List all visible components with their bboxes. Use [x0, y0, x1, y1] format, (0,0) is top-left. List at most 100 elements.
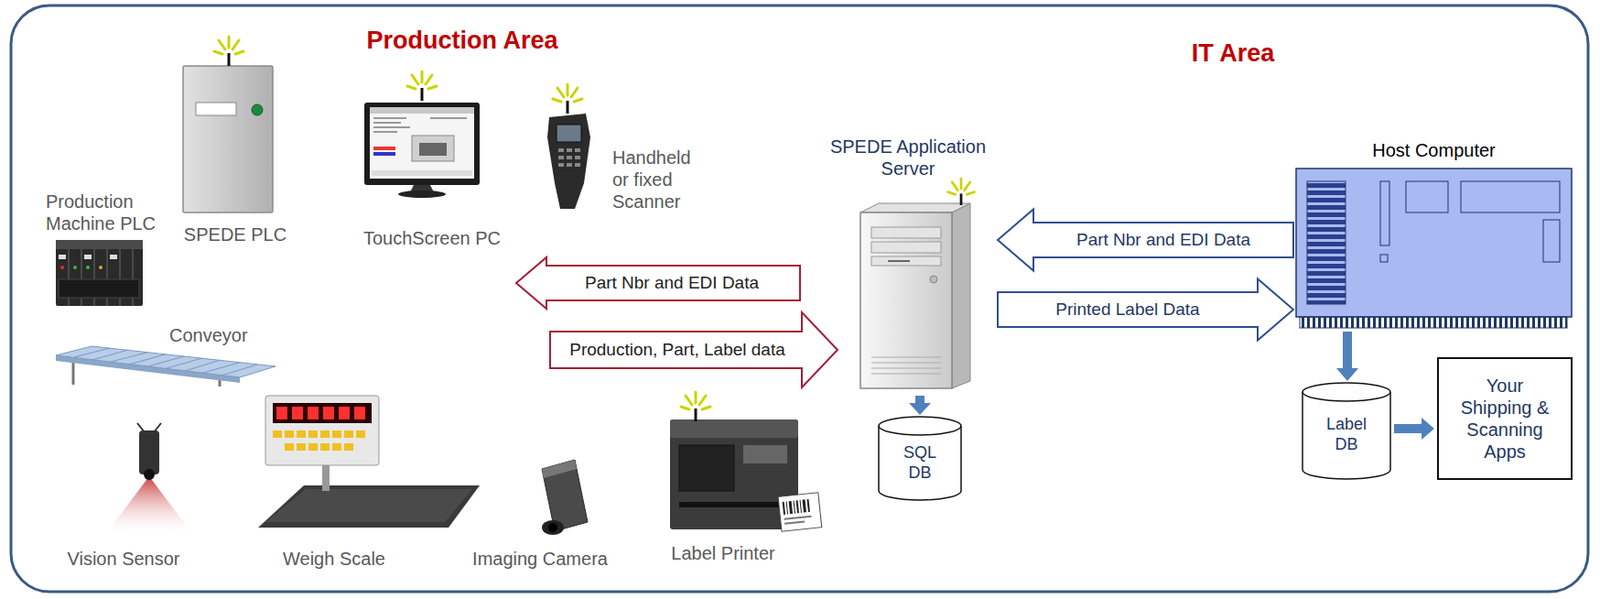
label-printer-picture-part-part [778, 492, 822, 531]
node-label: SPEDE Application Server [821, 135, 995, 180]
host-computer-picture-part [1543, 219, 1560, 262]
imaging-camera-picture-part [548, 522, 558, 532]
node-label: Label DB [1318, 414, 1374, 455]
weigh-scale-picture-part [354, 406, 366, 420]
server-node: SPEDE Application Server [821, 135, 995, 394]
conveyor-picture-part [166, 357, 203, 368]
touchscreen-picture-part [411, 135, 455, 162]
server-tower-picture [860, 178, 974, 389]
spede-plc-picture-part [214, 36, 244, 66]
database-cylinder: Label DB [1301, 382, 1392, 480]
conveyor-picture [55, 345, 276, 387]
cylinder-body [878, 416, 962, 500]
host-computer-picture-part [1460, 181, 1560, 213]
label-printer-picture-part [679, 444, 735, 491]
imaging-camera-picture-part [541, 459, 588, 531]
device-node: SPEDE PLC [179, 40, 292, 249]
area-heading: IT Area [1141, 38, 1325, 68]
touchscreen-picture [364, 71, 480, 198]
touchscreen-picture-part [430, 117, 467, 119]
cylinder-rim [878, 425, 962, 435]
touchscreen-picture-part [364, 102, 480, 185]
block-arrow-outline [516, 257, 800, 309]
vision-sensor-picture-part [108, 475, 191, 531]
label-printer-picture-part [679, 501, 790, 508]
touchscreen-picture-part [373, 126, 411, 129]
weigh-scale-picture-part [322, 463, 330, 491]
block-arrow: Production, Part, Label data [549, 311, 839, 389]
touchscreen-picture-part [373, 130, 398, 133]
edge-label: Printed Label Data [1055, 299, 1200, 321]
block-arrow: Part Nbr and EDI Data [515, 256, 801, 310]
touchscreen-picture-part [373, 151, 396, 156]
cylinder-body [1302, 382, 1391, 479]
node-label: Conveyor [169, 324, 271, 346]
weigh-scale-picture-part [344, 430, 354, 438]
block-arrow-connector [908, 395, 931, 415]
touchscreen-picture-part [407, 71, 437, 101]
label-printer-picture-part-part [784, 515, 812, 520]
node-label: Host Computer [1296, 139, 1572, 162]
server-tower-picture-part [871, 362, 941, 364]
block-arrow-connector [1336, 331, 1359, 381]
machine-plc-picture-part [55, 239, 143, 249]
machine-plc-picture-part [55, 239, 143, 306]
host-computer-picture-part [1307, 181, 1346, 304]
database-cylinder: SQL DB [877, 416, 963, 501]
server-tower-picture-part [951, 203, 971, 389]
label-printer-picture-part-part [800, 499, 802, 513]
machine-plc-picture-part [98, 265, 103, 270]
host-computer-picture-part [1299, 316, 1568, 328]
device-node: Handheld or fixed Scanner [535, 91, 710, 217]
conveyor-picture-part [74, 347, 110, 357]
area-heading: Production Area [302, 25, 623, 55]
area-frame [10, 5, 1589, 592]
host-computer-picture-part [1405, 181, 1449, 213]
weigh-scale-picture-part [272, 402, 372, 423]
machine-plc-picture-part [86, 265, 90, 270]
cylinder-rim [1302, 391, 1391, 401]
node-label: Weigh Scale [274, 547, 394, 570]
weigh-scale-picture-part [265, 395, 379, 465]
spede-plc-picture-part [183, 65, 273, 213]
spede-plc-picture-part [195, 102, 237, 116]
block-arrow-connector [1394, 417, 1435, 440]
weigh-scale-picture-part [296, 430, 306, 438]
vision-sensor-picture-part [143, 468, 155, 480]
conveyor-picture-part [221, 364, 258, 376]
label-printer-picture-part [681, 391, 711, 422]
conveyor-picture-part [72, 360, 76, 385]
scanner-picture-part [556, 124, 582, 142]
label-printer-picture-part-part [802, 498, 807, 512]
app-box: Your Shipping & Scanning Apps [1437, 356, 1573, 480]
label-printer-picture-part-part [806, 498, 810, 512]
block-arrow-outline [550, 312, 838, 388]
touchscreen-picture-part [369, 107, 475, 114]
machine-plc-picture-part [73, 265, 77, 270]
edge-label: Part Nbr and EDI Data [1076, 229, 1251, 251]
device-node: Production Machine PLC [43, 190, 168, 308]
node-label: SPEDE PLC [179, 223, 292, 246]
label-printer-picture-part-part [789, 500, 793, 514]
scanner-picture-part [574, 148, 581, 152]
conveyor-picture-part [203, 362, 239, 373]
node-label: Production, Part, Label data [554, 339, 800, 361]
machine-plc-picture-part [60, 265, 65, 270]
device-node: Vision Sensor [54, 422, 193, 573]
block-arrow-connector [997, 279, 1294, 341]
server-tower-picture-part [948, 178, 975, 206]
weigh-scale-picture-part [272, 430, 282, 438]
imaging-camera-picture [541, 459, 588, 535]
node-label: Production Machine PLC [45, 190, 165, 235]
scanner-picture-part [566, 162, 573, 167]
touchscreen-picture-part [373, 117, 407, 119]
scanner-picture-part [566, 148, 573, 152]
scanner-picture-part [558, 162, 564, 167]
touchscreen-picture-part [371, 170, 473, 176]
node-label: Handheld or fixed Scanner [612, 146, 708, 213]
host-computer-picture-part [1380, 254, 1388, 262]
server-tower-picture-part [871, 241, 941, 253]
node-label: SQL DB [896, 443, 944, 483]
label-printer-picture-part [743, 444, 788, 464]
